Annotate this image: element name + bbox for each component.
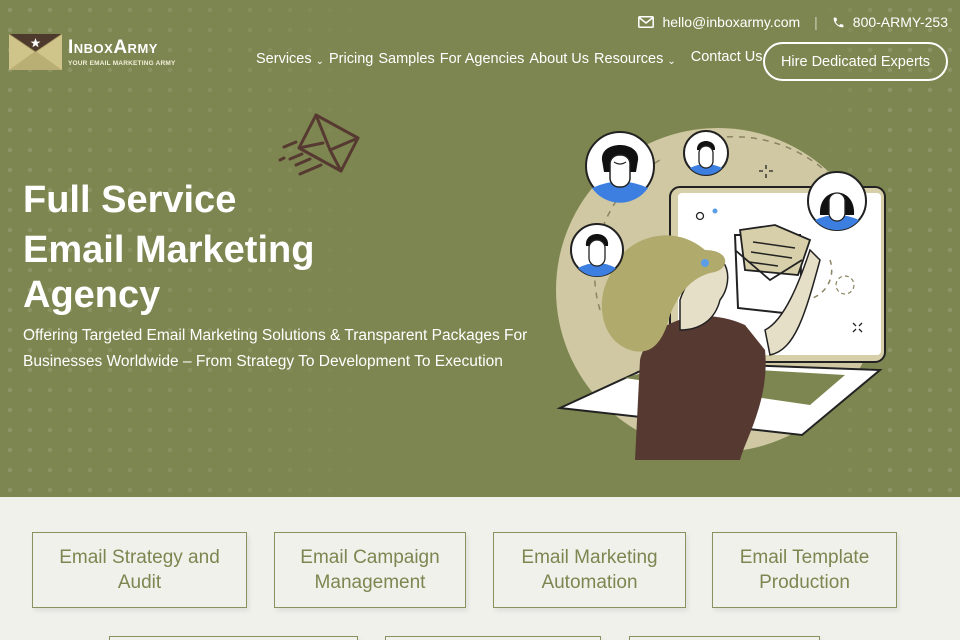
chevron-down-icon: ⌄ xyxy=(315,55,324,67)
nav-label: About Us xyxy=(529,51,590,67)
nav-about-us[interactable]: About Us xyxy=(529,51,589,67)
contact-bar: hello@inboxarmy.com | 800-ARMY-253 xyxy=(638,14,948,30)
nav-label: Resources xyxy=(594,51,664,67)
phone-icon xyxy=(832,16,845,29)
nav-label: Pricing xyxy=(329,51,374,67)
service-card-label: Email Strategy and Audit xyxy=(59,547,220,593)
nav-label: Services xyxy=(256,51,312,67)
main-nav: Services ⌄ Pricing Samples For Agencies … xyxy=(256,49,763,67)
brand-name: InboxArmy xyxy=(68,36,158,58)
nav-services[interactable]: Services ⌄ xyxy=(256,51,324,67)
hero-title-line: Agency xyxy=(23,274,161,316)
hero-title-line: Email Marketing xyxy=(23,229,315,271)
service-card-label: Email Marketing Automation xyxy=(521,547,658,593)
service-card-strategy-audit[interactable]: Email Strategy and Audit xyxy=(32,532,247,608)
logo[interactable]: InboxArmy YOUR EMAIL MARKETING ARMY xyxy=(8,33,176,70)
contact-separator: | xyxy=(814,14,818,30)
service-card-label: Email Campaign Management xyxy=(300,547,440,593)
service-card-partial[interactable] xyxy=(385,636,601,640)
logo-envelope-icon xyxy=(8,33,63,70)
nav-pricing[interactable]: Pricing xyxy=(329,51,373,67)
service-card-marketing-automation[interactable]: Email Marketing Automation xyxy=(493,532,686,608)
nav-label: For Agencies xyxy=(439,51,525,67)
nav-resources[interactable]: Resources ⌄ xyxy=(594,51,676,67)
email-text: hello@inboxarmy.com xyxy=(662,14,801,30)
logo-text: InboxArmy YOUR EMAIL MARKETING ARMY xyxy=(68,36,176,67)
service-card-partial[interactable] xyxy=(109,636,358,640)
service-card-label: Email Template Production xyxy=(739,547,870,593)
nav-samples[interactable]: Samples xyxy=(378,51,434,67)
phone-text: 800-ARMY-253 xyxy=(852,14,948,30)
hero-title-line: Full Service xyxy=(23,179,237,221)
hire-experts-button[interactable]: Hire Dedicated Experts xyxy=(763,42,948,81)
nav-label: Samples xyxy=(378,51,435,67)
service-card-campaign-management[interactable]: Email Campaign Management xyxy=(274,532,466,608)
brand-tagline: YOUR EMAIL MARKETING ARMY xyxy=(68,59,176,67)
hero-subtitle: Offering Targeted Email Marketing Soluti… xyxy=(23,327,528,370)
nav-label: Contact Us xyxy=(690,49,763,65)
hero-title: Full Service Email Marketing Agency xyxy=(23,178,314,318)
envelope-icon xyxy=(638,16,655,28)
email-link[interactable]: hello@inboxarmy.com xyxy=(638,14,800,30)
hero-section: hello@inboxarmy.com | 800-ARMY-253 Inbox… xyxy=(0,0,960,497)
flying-envelope-icon xyxy=(270,105,365,185)
nav-for-agencies[interactable]: For Agencies xyxy=(440,51,525,67)
phone-link[interactable]: 800-ARMY-253 xyxy=(832,14,948,30)
chevron-down-icon: ⌄ xyxy=(667,55,676,67)
hero-illustration xyxy=(540,100,900,460)
service-card-partial[interactable] xyxy=(629,636,820,640)
service-card-template-production[interactable]: Email Template Production xyxy=(712,532,897,608)
nav-contact-us[interactable]: Contact Us xyxy=(691,49,763,65)
services-section: Email Strategy and Audit Email Campaign … xyxy=(0,497,960,640)
